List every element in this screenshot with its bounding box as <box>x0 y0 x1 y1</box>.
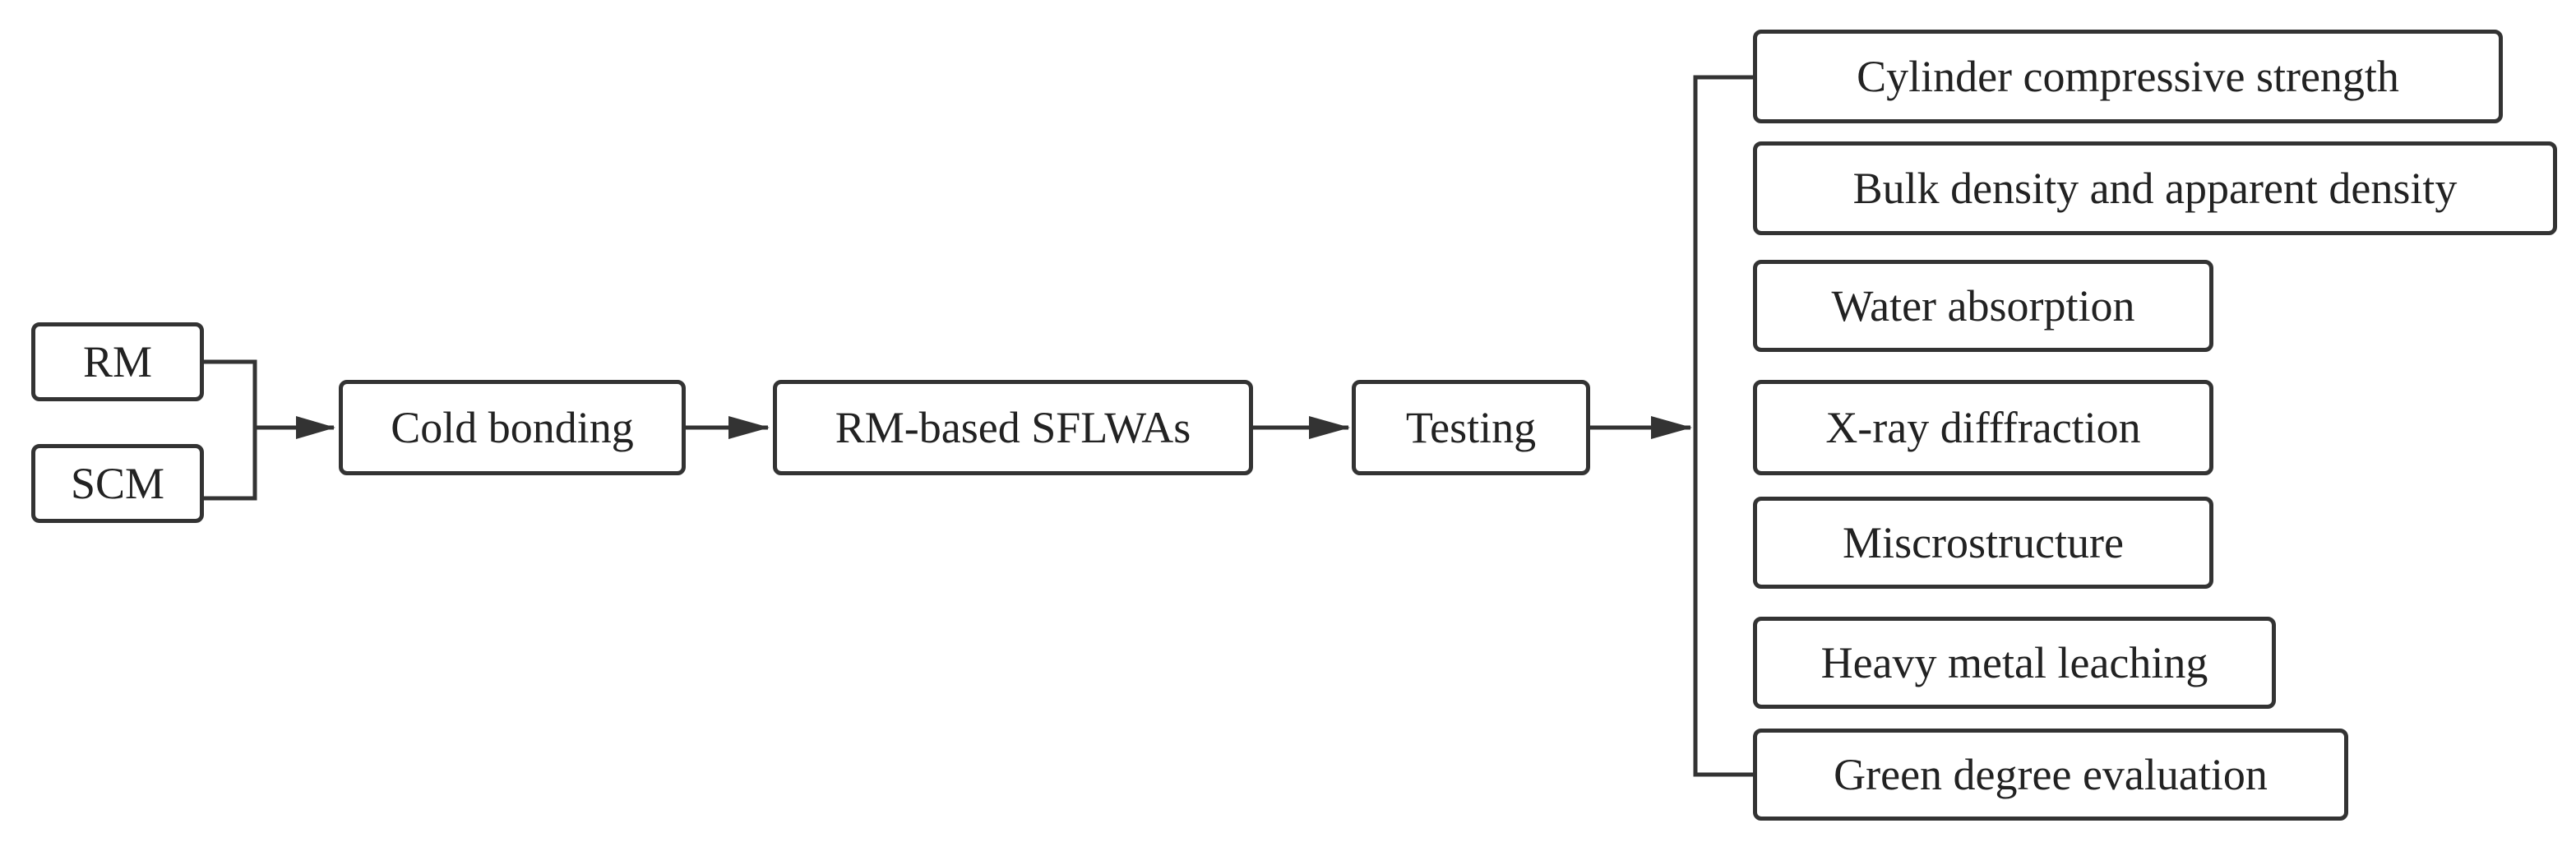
inputs-bracket <box>204 359 257 501</box>
testing-box: Testing <box>1352 380 1590 475</box>
test-item-label: Water absorption <box>1831 281 2135 331</box>
test-item-label: Miscrostructure <box>1843 518 2124 567</box>
input-rm-box: RM <box>31 322 204 401</box>
arrowhead-3 <box>1309 416 1350 439</box>
input-scm-label: SCM <box>70 459 165 508</box>
process-cold-bonding-box: Cold bonding <box>339 380 686 475</box>
test-item-label: Bulk density and apparent density <box>1852 164 2458 213</box>
test-item-heavy-metal-leaching: Heavy metal leaching <box>1753 617 2276 709</box>
input-scm-box: SCM <box>31 444 204 523</box>
test-item-compressive-strength: Cylinder compressive strength <box>1753 30 2503 123</box>
test-item-label: X-ray difffraction <box>1825 403 2141 452</box>
input-rm-label: RM <box>82 337 153 386</box>
test-item-xray-diffraction: X-ray difffraction <box>1753 380 2213 475</box>
arrowhead-4 <box>1651 416 1692 439</box>
test-item-label: Cylinder compressive strength <box>1857 52 2399 101</box>
test-item-water-absorption: Water absorption <box>1753 260 2213 352</box>
test-item-label: Heavy metal leaching <box>1820 638 2208 687</box>
product-box: RM-based SFLWAs <box>773 380 1253 475</box>
test-item-density: Bulk density and apparent density <box>1753 141 2557 235</box>
product-label: RM-based SFLWAs <box>835 403 1191 452</box>
test-item-microstructure: Miscrostructure <box>1753 497 2213 589</box>
tests-bracket <box>1693 75 1753 777</box>
process-cold-bonding-label: Cold bonding <box>391 403 634 452</box>
testing-label: Testing <box>1405 403 1537 452</box>
arrowhead-2 <box>728 416 770 439</box>
test-item-green-degree-evaluation: Green degree evaluation <box>1753 729 2348 821</box>
test-item-label: Green degree evaluation <box>1834 750 2268 799</box>
arrowhead-1 <box>296 416 335 439</box>
